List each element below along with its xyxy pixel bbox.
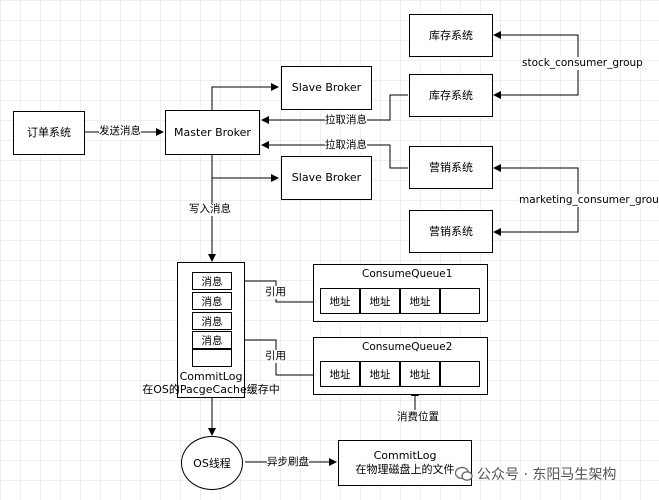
cq1-cell-2: 地址 bbox=[360, 288, 400, 314]
marketing-consumer-group-label: marketing_consumer_group bbox=[519, 194, 659, 207]
pull-message-label-2: 拉取消息 bbox=[325, 139, 367, 152]
commitlog-message-2: 消息 bbox=[192, 292, 232, 310]
stock-group-bracket-lower bbox=[493, 63, 579, 99]
stock-consumer-group-label: stock_consumer_group bbox=[522, 57, 643, 70]
commitlog-caption-line2: 在OS的PacgeCache缓存中 bbox=[142, 383, 280, 396]
consume-queue-1-title: ConsumeQueue1 bbox=[362, 268, 453, 280]
marketing-system-box-2: 营销系统 bbox=[409, 210, 493, 253]
arrow-master-to-slave-bottom bbox=[211, 155, 279, 182]
cq2-cell-4 bbox=[440, 361, 480, 387]
async-flush-label: 异步刷盘 bbox=[267, 456, 309, 469]
stock-system-box-1: 库存系统 bbox=[409, 14, 493, 57]
arrow-master-to-slave-top bbox=[211, 83, 279, 110]
send-message-label: 发送消息 bbox=[99, 125, 141, 138]
commitlog-empty-slot bbox=[192, 349, 232, 367]
cq1-cell-3: 地址 bbox=[400, 288, 440, 314]
commitlog-disk-line2: 在物理磁盘上的文件 bbox=[355, 463, 455, 476]
cq2-cell-3: 地址 bbox=[400, 361, 440, 387]
consume-position-label: 消费位置 bbox=[397, 411, 439, 424]
slave-broker-bottom-box: Slave Broker bbox=[281, 156, 372, 200]
slave-broker-top-box: Slave Broker bbox=[281, 66, 372, 110]
os-thread-circle: OS线程 bbox=[181, 436, 243, 490]
stock-group-bracket bbox=[493, 31, 579, 63]
commitlog-message-3: 消息 bbox=[192, 312, 232, 330]
commitlog-caption: CommitLog 在OS的PacgeCache缓存中 bbox=[130, 370, 292, 396]
commitlog-message-4: 消息 bbox=[192, 331, 232, 349]
commitlog-caption-line1: CommitLog bbox=[179, 370, 243, 383]
reference-label-2: 引用 bbox=[265, 350, 286, 363]
pull-message-label-1: 拉取消息 bbox=[325, 114, 367, 127]
write-message-label: 写入消息 bbox=[189, 203, 231, 216]
reference-label-1: 引用 bbox=[265, 286, 286, 299]
stock-system-box-2: 库存系统 bbox=[409, 74, 493, 117]
marketing-group-bracket bbox=[493, 164, 579, 200]
marketing-system-box-1: 营销系统 bbox=[409, 146, 493, 189]
marketing-group-bracket-lower bbox=[493, 200, 579, 236]
cq2-cell-2: 地址 bbox=[360, 361, 400, 387]
master-broker-box: Master Broker bbox=[165, 110, 260, 155]
cq2-cell-1: 地址 bbox=[320, 361, 360, 387]
consume-queue-2-title: ConsumeQueue2 bbox=[362, 341, 453, 353]
watermark-text: 公众号 · 东阳马生架构 bbox=[477, 467, 617, 483]
commitlog-disk-line1: CommitLog bbox=[373, 449, 437, 462]
cq1-cell-1: 地址 bbox=[320, 288, 360, 314]
cq1-cell-4 bbox=[440, 288, 480, 314]
commitlog-disk-box: CommitLog 在物理磁盘上的文件 bbox=[338, 440, 472, 486]
commitlog-message-1: 消息 bbox=[192, 272, 232, 290]
wechat-icon bbox=[455, 466, 473, 481]
watermark: 公众号 · 东阳马生架构 bbox=[455, 464, 616, 484]
order-system-box: 订单系统 bbox=[13, 111, 85, 155]
